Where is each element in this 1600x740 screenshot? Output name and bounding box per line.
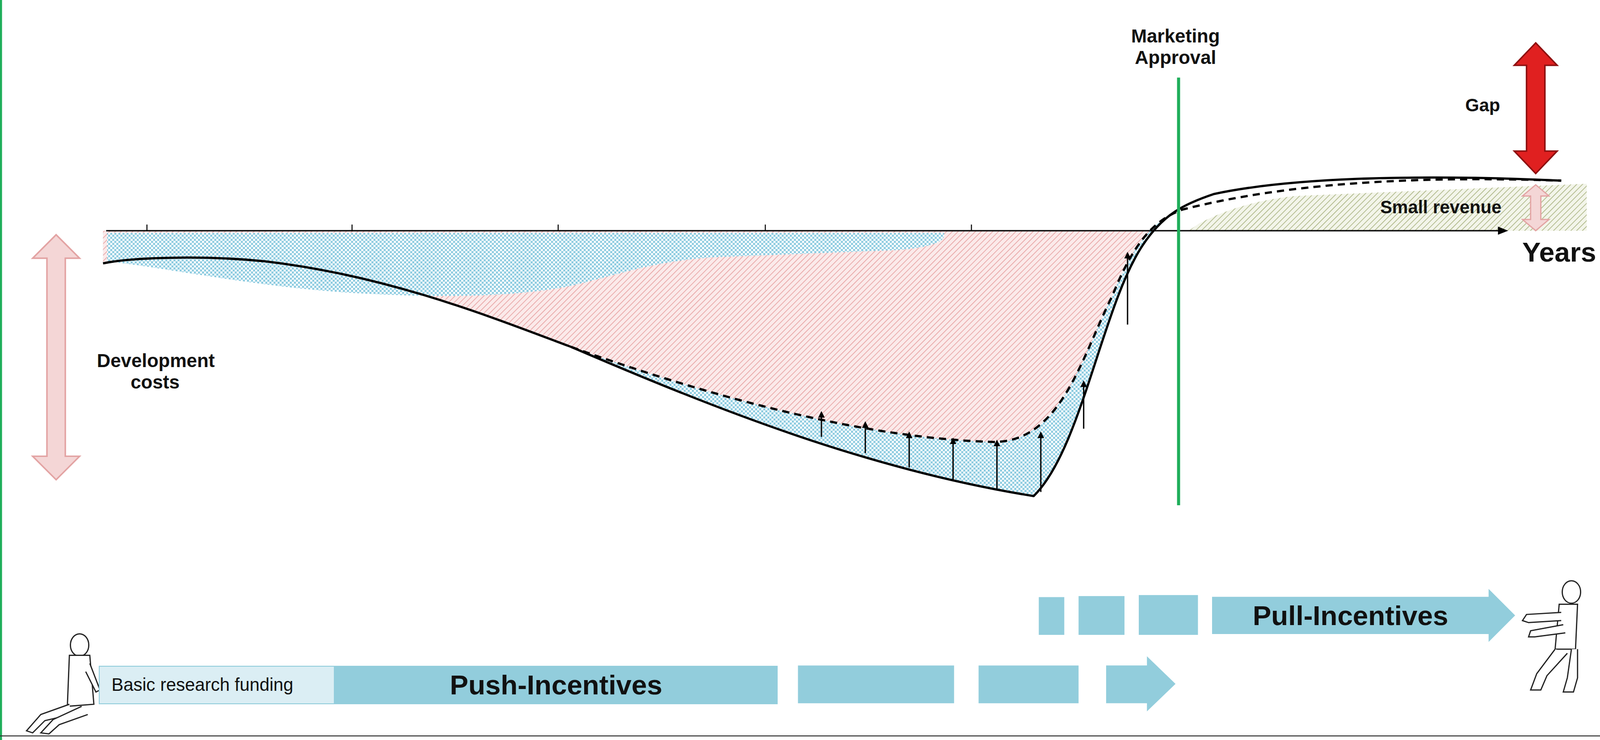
stage-label: Marketing Approval — [1117, 25, 1234, 69]
funding-box: Basic research funding — [98, 665, 335, 705]
axis-label: Years — [1522, 235, 1597, 268]
band-text: Pull-Incentives — [1252, 599, 1449, 632]
push-band: Push-Incentives — [334, 665, 778, 705]
band-text: Basic research funding — [111, 674, 294, 695]
band-text: Push-Incentives — [450, 668, 663, 701]
revenue-label: Small revenue — [1380, 196, 1502, 218]
cost-label: Development costs — [96, 349, 214, 394]
gap-label: Gap — [1465, 94, 1501, 116]
pull-arrow: Pull-Incentives — [1212, 588, 1516, 642]
